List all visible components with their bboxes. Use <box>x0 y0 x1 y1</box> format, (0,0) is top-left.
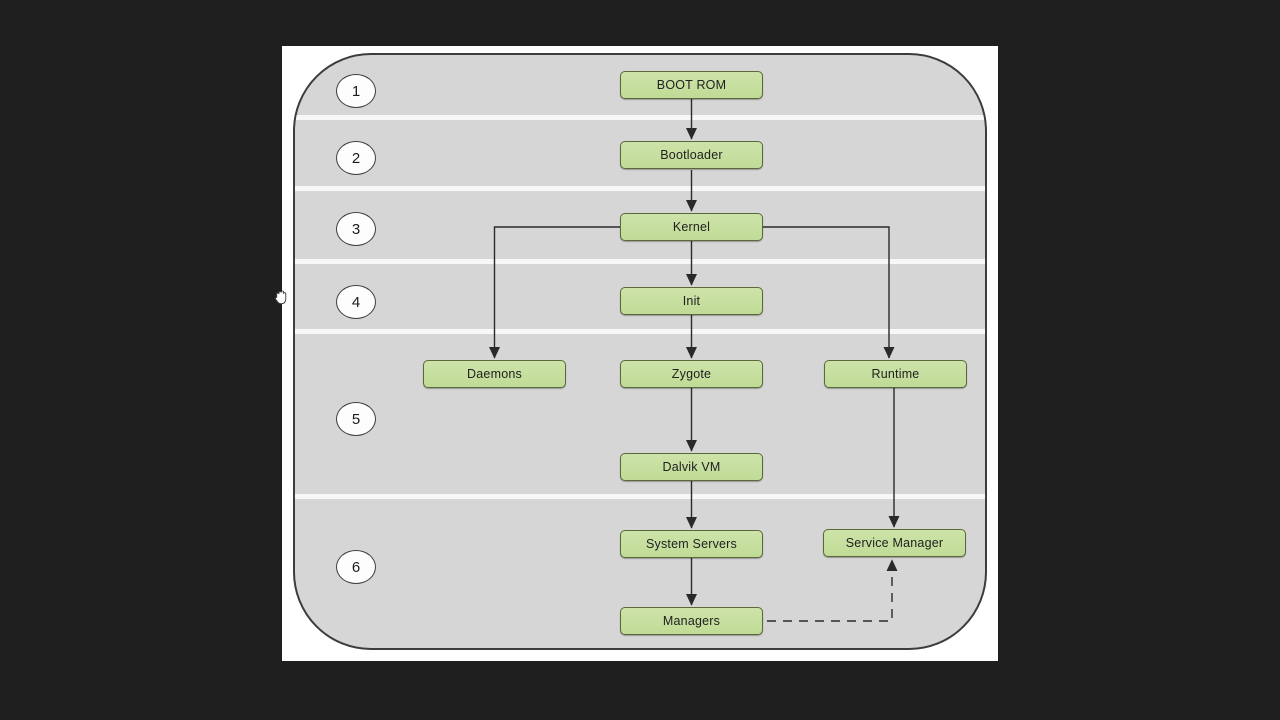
node-bootloader: Bootloader <box>620 141 763 169</box>
hand-cursor-icon <box>273 288 289 305</box>
stage-number: 3 <box>351 220 361 238</box>
node-label: Kernel <box>672 220 711 234</box>
node-dalvik-vm: Dalvik VM <box>620 453 763 481</box>
node-label: Service Manager <box>845 536 944 550</box>
node-zygote: Zygote <box>620 360 763 388</box>
node-label: Init <box>682 294 701 308</box>
node-init: Init <box>620 287 763 315</box>
node-label: BOOT ROM <box>656 78 727 92</box>
stage-divider-3 <box>295 259 985 264</box>
node-label: Bootloader <box>660 148 723 162</box>
node-daemons: Daemons <box>423 360 566 388</box>
stage-number: 2 <box>351 149 361 167</box>
stage-number: 6 <box>351 558 361 576</box>
stage-circle-4: 4 <box>336 285 376 319</box>
node-label: Managers <box>662 614 721 628</box>
stage-divider-4 <box>295 329 985 334</box>
node-managers: Managers <box>620 607 763 635</box>
stage-divider-1 <box>295 115 985 120</box>
node-kernel: Kernel <box>620 213 763 241</box>
node-label: Runtime <box>871 367 920 381</box>
stage-number: 5 <box>351 410 361 428</box>
node-label: System Servers <box>645 537 737 551</box>
stage-circle-6: 6 <box>336 550 376 584</box>
stage-divider-5 <box>295 494 985 499</box>
node-label: Daemons <box>467 367 522 381</box>
node-system-servers: System Servers <box>620 530 763 558</box>
node-runtime: Runtime <box>824 360 967 388</box>
node-boot-rom: BOOT ROM <box>620 71 763 99</box>
stage-circle-2: 2 <box>336 141 376 175</box>
node-label: Dalvik VM <box>662 460 721 474</box>
node-label: Zygote <box>671 367 712 381</box>
stage-number: 1 <box>351 82 361 100</box>
stage-number: 4 <box>351 293 361 311</box>
stage-circle-1: 1 <box>336 74 376 108</box>
stage-circle-5: 5 <box>336 402 376 436</box>
node-service-manager: Service Manager <box>823 529 966 557</box>
slide-canvas: 1 2 3 4 5 6 BOOT ROM Bootloader Kernel I… <box>282 46 998 661</box>
stage-divider-2 <box>295 186 985 191</box>
stage-circle-3: 3 <box>336 212 376 246</box>
